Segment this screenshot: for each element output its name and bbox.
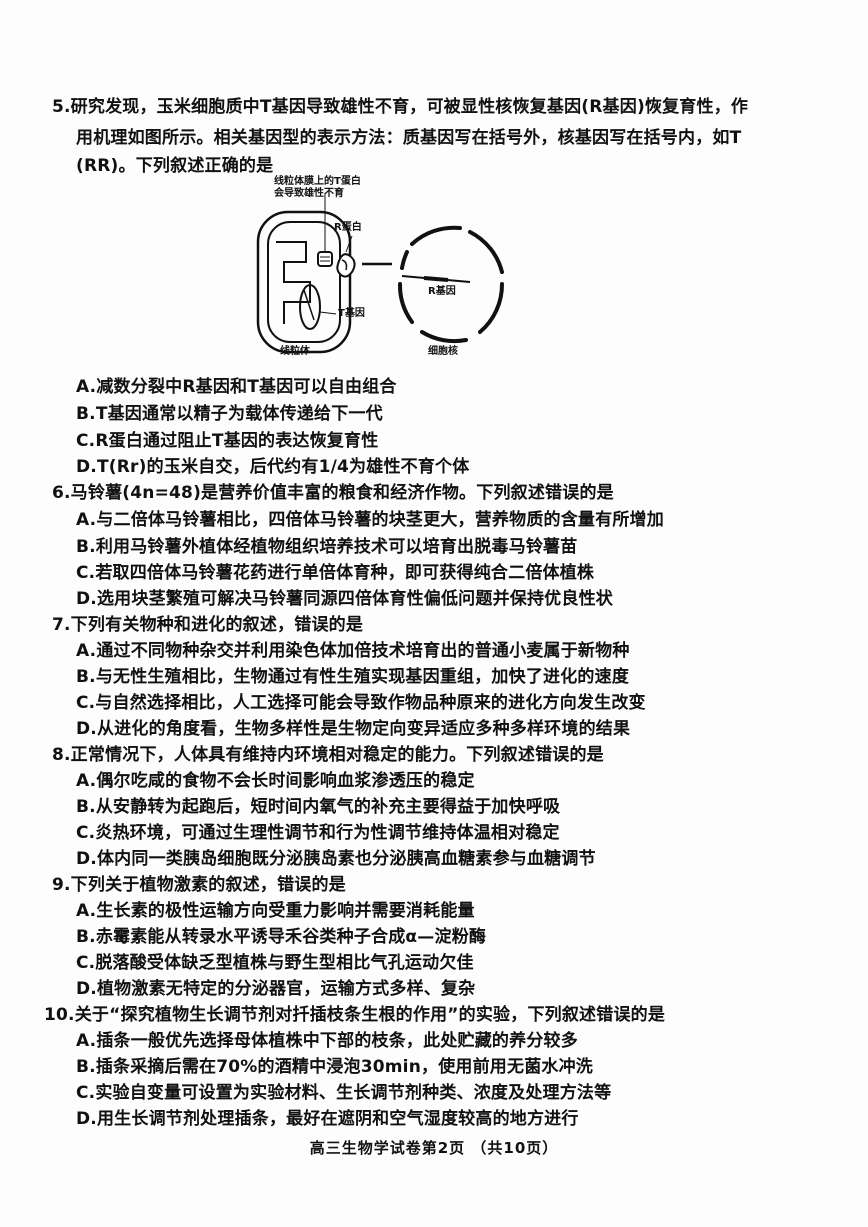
q7-stem: 7.下列有关物种和进化的叙述，错误的是	[52, 615, 364, 635]
label-t-gene: T基因	[338, 308, 365, 319]
q5-option-c: C.R蛋白通过阻止T基因的表达恢复育性	[76, 431, 379, 451]
q10-option-d: D.用生长调节剂处理插条，最好在遮阴和空气湿度较高的地方进行	[76, 1109, 579, 1129]
t-gene-dna-loop	[299, 284, 321, 330]
mitochondrion-inner-membrane	[267, 221, 341, 343]
q7-option-d: D.从进化的角度看，生物多样性是生物定向变异适应多种多样环境的结果	[76, 719, 631, 739]
q9-option-d: D.植物激素无特定的分泌器官，运输方式多样、复杂	[76, 979, 476, 999]
q8-option-c: C.炎热环境，可通过生理性调节和行为性调节维持体温相对稳定	[76, 823, 560, 843]
mitochondrion-nucleus-diagram	[256, 194, 505, 354]
q10-stem: 10.关于“探究植物生长调节剂对扦插枝条生根的作用”的实验，下列叙述错误的是	[44, 1005, 666, 1025]
label-r-gene: R基因	[428, 286, 456, 297]
cristae	[276, 241, 311, 324]
q7-option-c: C.与自然选择相比，人工选择可能会导致作物品种原来的进化方向发生改变	[76, 693, 646, 713]
q6-option-d: D.选用块茎繁殖可解决马铃薯同源四倍体育性偏低问题并保持优良性状	[76, 589, 613, 609]
q10-option-b: B.插条采摘后需在70%的酒精中浸泡30min，使用前用无菌水冲洗	[76, 1057, 594, 1077]
mitochondrion-outer-membrane	[256, 210, 352, 354]
q8-option-d: D.体内同一类胰岛细胞既分泌胰岛素也分泌胰高血糖素参与血糖调节	[76, 849, 596, 869]
nuclear-envelope	[397, 225, 505, 344]
q5-stem-line-2: 用机理如图所示。相关基因型的表示方法：质基因写在括号外，核基因写在括号内，如T	[76, 128, 742, 148]
q5-stem-line-1: 5.研究发现，玉米细胞质中T基因导致雄性不育，可被显性核恢复基因(R基因)恢复育…	[52, 97, 749, 117]
q5-option-a: A.减数分裂中R基因和T基因可以自由组合	[76, 377, 397, 397]
q8-option-b: B.从安静转为起跑后，短时间内氧气的补充主要得益于加快呼吸	[76, 797, 561, 817]
q5-figure: 线粒体膜上的T蛋白 会导致雄性不育 R蛋白 T基因 R基因 线粒体 细胞核	[252, 172, 512, 362]
t-protein	[317, 251, 333, 267]
page-footer: 高三生物学试卷第2页 （共10页）	[309, 1139, 559, 1157]
q9-option-c: C.脱落酸受体缺乏型植株与野生型相比气孔运动欠佳	[76, 953, 474, 973]
q8-option-a: A.偶尔吃咸的食物不会长时间影响血浆渗透压的稳定	[76, 771, 475, 791]
q9-option-b: B.赤霉素能从转录水平诱导禾谷类种子合成α—淀粉酶	[76, 927, 487, 947]
q5-option-b: B.T基因通常以精子为载体传递给下一代	[76, 404, 383, 424]
q6-stem: 6.马铃薯(4n=48)是营养价值丰富的粮食和经济作物。下列叙述错误的是	[52, 483, 614, 503]
q5-option-d: D.T(Rr)的玉米自交，后代约有1/4为雄性不育个体	[76, 457, 470, 477]
q8-stem: 8.正常情况下，人体具有维持内环境相对稳定的能力。下列叙述错误的是	[52, 745, 604, 765]
q10-option-a: A.插条一般优先选择母体植株中下部的枝条，此处贮藏的养分较多	[76, 1031, 578, 1051]
label-r-protein: R蛋白	[334, 222, 362, 233]
q6-option-a: A.与二倍体马铃薯相比，四倍体马铃薯的块茎更大，营养物质的含量有所增加	[76, 510, 664, 530]
q5-stem-line-3: (RR)。下列叙述正确的是	[76, 156, 274, 176]
q10-option-c: C.实验自变量可设置为实验材料、生长调节剂种类、浓度及处理方法等	[76, 1083, 612, 1103]
label-nucleus: 细胞核	[428, 346, 458, 357]
label-mitochondrion: 线粒体	[280, 346, 310, 357]
q7-option-a: A.通过不同物种杂交并利用染色体加倍技术培育出的普通小麦属于新物种	[76, 641, 630, 661]
q7-option-b: B.与无性生殖相比，生物通过有性生殖实现基因重组，加快了进化的速度	[76, 667, 630, 687]
label-t-protein-line2: 会导致雄性不育	[274, 188, 344, 199]
q6-option-b: B.利用马铃薯外植体经植物组织培养技术可以培育出脱毒马铃薯苗	[76, 537, 578, 557]
q9-option-a: A.生长素的极性运输方向受重力影响并需要消耗能量	[76, 901, 475, 921]
q6-option-c: C.若取四倍体马铃薯花药进行单倍体育种，即可获得纯合二倍体植株	[76, 563, 595, 583]
label-t-protein-line1: 线粒体膜上的T蛋白	[274, 176, 361, 187]
q9-stem: 9.下列关于植物激素的叙述，错误的是	[52, 875, 346, 895]
